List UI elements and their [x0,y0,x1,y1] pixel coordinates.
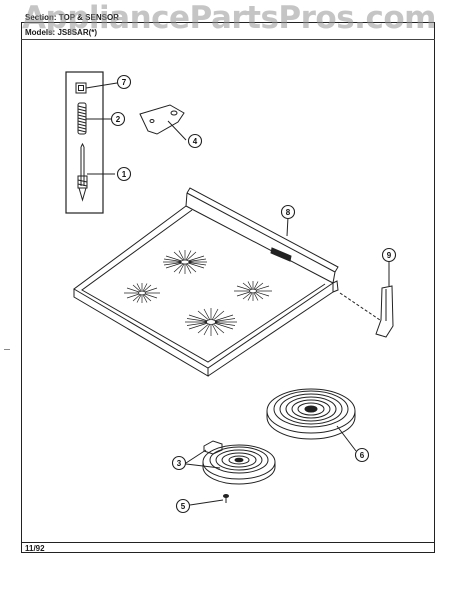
models-label: Models: [25,28,56,37]
callout-5: 5 [181,502,186,511]
callout-circle-5 [175,498,191,514]
part-large-element-6 [266,388,357,452]
burner-mark-back-right [234,281,272,301]
callout-circle-6 [354,447,370,463]
callout-circle-2 [110,111,126,127]
diagram-frame [21,22,435,553]
callout-circle-3 [171,455,187,471]
part-clip-7 [75,82,118,94]
models-header: Models: JS8SAR(*) [25,28,97,37]
burner-markings [124,250,272,336]
hardware-packet-outline [65,71,104,214]
callout-circle-4 [187,133,203,149]
section-value: TOP & SENSOR [58,13,119,22]
callout-circle-9 [381,247,397,263]
section-label: Section: [25,13,57,22]
footer-divider [21,542,435,543]
burner-mark-back-left [163,250,207,274]
part-probe-1 [77,142,115,202]
header-divider [21,39,435,40]
callout-1: 1 [122,170,127,179]
callout-9: 9 [387,251,392,260]
part-screw-5 [189,494,229,506]
part-spring-2 [77,102,111,135]
callout-circle-1 [116,166,132,182]
section-header: Section: TOP & SENSOR [25,13,119,22]
burner-mark-front-left [124,283,160,303]
burner-mark-front-right [185,308,237,336]
callout-circle-7 [116,74,132,90]
callout-3: 3 [177,459,182,468]
callout-circle-8 [280,204,296,220]
revision-date: 11/92 [25,544,45,553]
part-cooktop-8 [73,187,381,377]
callout-4: 4 [193,137,198,146]
part-bracket-4 [139,104,187,141]
margin-tick [4,349,10,350]
callout-2: 2 [116,115,121,124]
part-small-element-3 [185,440,276,485]
callout-6: 6 [360,451,365,460]
callout-7: 7 [122,78,127,87]
callout-8: 8 [286,208,291,217]
part-side-trim-9 [375,259,394,338]
models-value: JS8SAR(*) [57,28,98,37]
